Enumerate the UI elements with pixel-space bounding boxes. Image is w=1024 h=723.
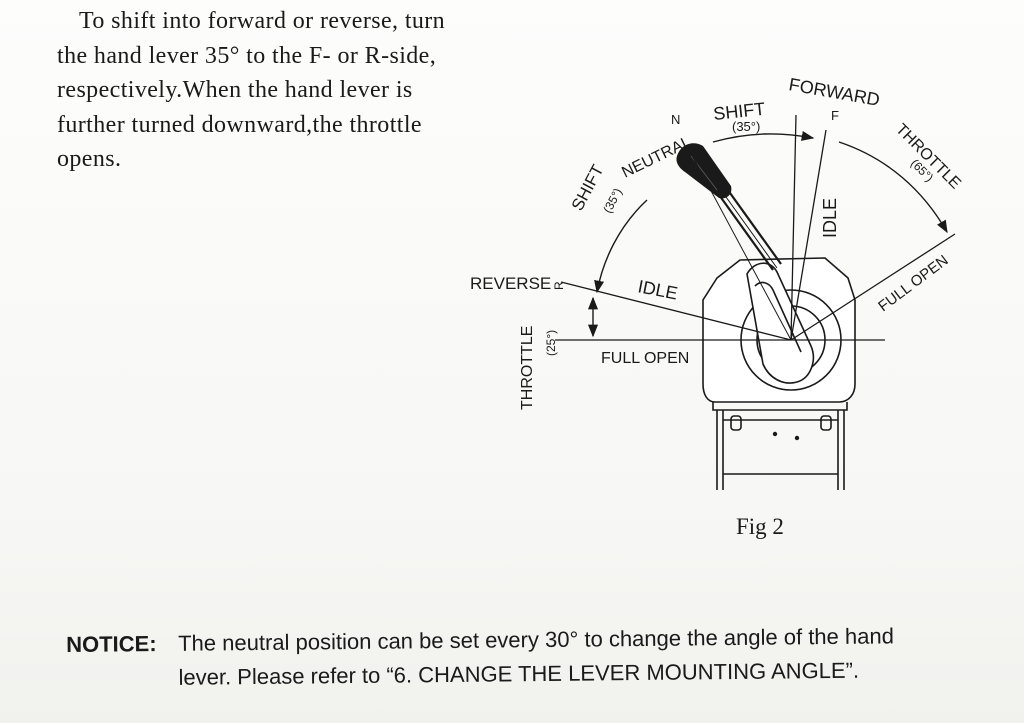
lever-grip <box>676 143 732 199</box>
idle-forward-label: IDLE <box>820 198 840 238</box>
notice-block: NOTICE: The neutral position can be set e… <box>66 618 1007 696</box>
reverse-r-label: R <box>552 281 566 290</box>
lever-diagram: NEUTRAL N SHIFT (35°) FORWARD F THROTTLE… <box>455 60 1015 500</box>
reverse-label: REVERSE <box>470 274 551 293</box>
control-housing <box>702 185 856 490</box>
intro-line: opens. <box>57 146 122 172</box>
throttle-reverse-label: THROTTLE <box>519 326 536 410</box>
notice-heading: NOTICE: <box>66 631 157 657</box>
full-open-reverse-label: FULL OPEN <box>601 350 689 367</box>
shift-reverse-degree: (35°) <box>600 186 625 216</box>
angle-arcs <box>587 130 948 338</box>
forward-label: FORWARD <box>787 74 881 110</box>
intro-line: respectively.When the hand lever is <box>57 77 413 103</box>
intro-paragraph: To shift into forward or reverse, turn t… <box>57 4 507 177</box>
intro-line: To shift into forward or reverse, turn <box>79 8 446 34</box>
neutral-n-label: N <box>671 112 680 127</box>
lever-diagram-svg: NEUTRAL N SHIFT (35°) FORWARD F THROTTLE… <box>470 74 964 490</box>
idle-reverse-label: IDLE <box>636 276 679 303</box>
throttle-reverse-degree: (25°) <box>544 330 558 356</box>
intro-line: further turned downward,the throttle <box>57 111 422 138</box>
notice-line-1: The neutral position can be set every 30… <box>178 623 895 656</box>
shift-forward-degree: (35°) <box>732 119 760 134</box>
forward-f-label: F <box>831 108 839 123</box>
figure-caption: Fig 2 <box>736 514 784 539</box>
intro-line: the hand lever 35° to the F- or R-side, <box>57 42 437 69</box>
